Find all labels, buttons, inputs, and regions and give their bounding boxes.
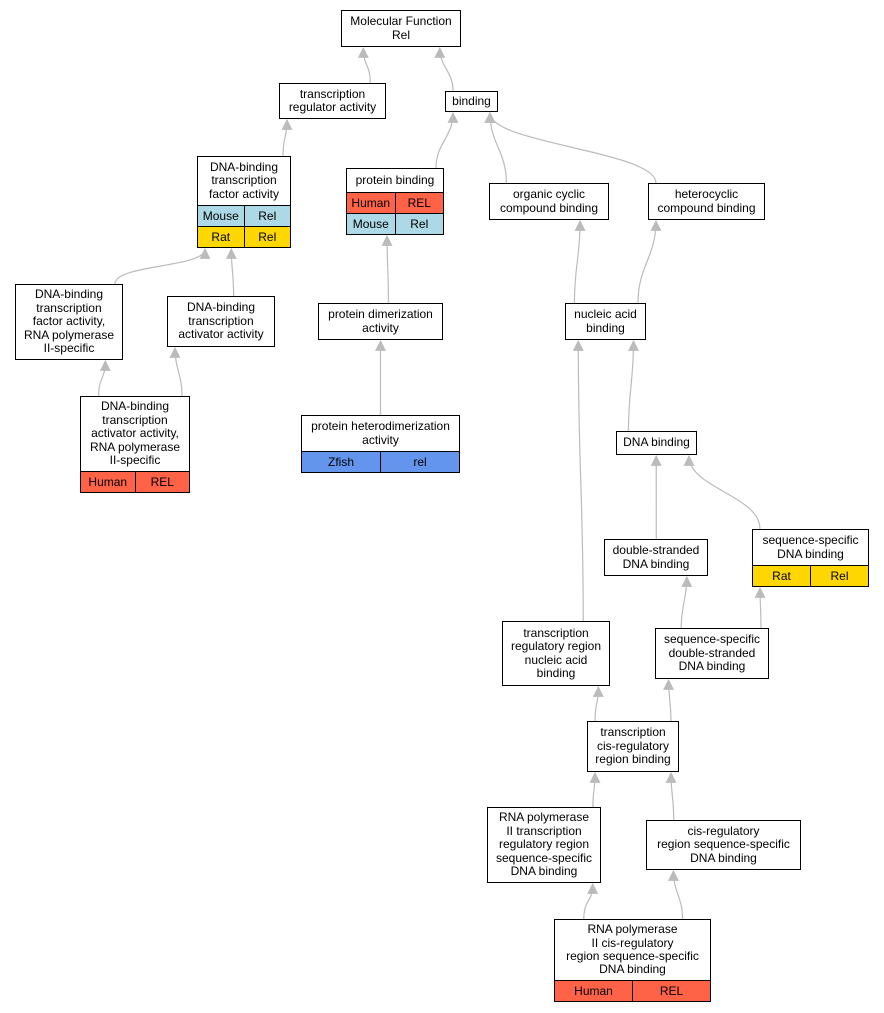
- go-term-label: Molecular Function Rel: [350, 14, 452, 42]
- annotation-row-rat: Rat Rel: [753, 565, 868, 586]
- go-term-label: sequence-specific DNA binding: [762, 533, 859, 561]
- organism-label: Human: [351, 196, 391, 210]
- edge-dbtaa-to-dbtfa: [225, 247, 237, 297]
- go-term-label: cis-regulatory region sequence-specific …: [657, 823, 790, 865]
- edge-pda-to-pb: [381, 234, 393, 304]
- go-term-label: DNA-binding transcription factor activit…: [208, 159, 280, 201]
- go-term-node-dbtfa[interactable]: DNA-binding transcription factor activit…: [197, 156, 291, 248]
- go-term-node-hcb[interactable]: heterocyclic compound binding: [648, 183, 765, 220]
- gene-label: REL: [134, 472, 190, 492]
- organism-label: Mouse: [202, 209, 239, 223]
- go-term-node-binding[interactable]: binding: [445, 91, 498, 112]
- go-term-node-rnap2crr[interactable]: RNA polymerase II cis-regulatory region …: [554, 919, 711, 1002]
- edge-dbtfa-to-tra: [281, 118, 293, 157]
- go-term-node-dbtaa[interactable]: DNA-binding transcription activator acti…: [167, 296, 275, 347]
- go-term-node-tcrrb[interactable]: transcription cis-regulatory region bind…: [587, 721, 679, 772]
- go-term-node-dnab[interactable]: DNA binding: [616, 431, 697, 455]
- organism-label: Rat: [211, 230, 231, 244]
- go-term-label: RNA polymerase II cis-regulatory region …: [566, 922, 699, 977]
- go-term-label: protein heterodimerization activity: [311, 419, 450, 447]
- go-term-label: DNA binding: [623, 435, 690, 450]
- go-term-label: transcription regulator activity: [288, 86, 377, 114]
- organism-label: Human: [574, 984, 613, 998]
- edge-dbtaa2-to-dbtaa: [169, 346, 183, 397]
- go-term-label: RNA polymerase II transcription regulato…: [495, 810, 593, 879]
- annotation-row-human: Human REL: [81, 471, 189, 492]
- gene-label: Rel: [394, 214, 444, 234]
- edge-nab-to-occb: [573, 219, 586, 304]
- edge-dbtfa2-to-dbtfa: [114, 247, 211, 285]
- edge-ssdsdb-to-dsdb: [680, 575, 693, 629]
- go-term-node-rnap2trr[interactable]: RNA polymerase II transcription regulato…: [487, 807, 601, 883]
- edge-trrnab-to-nab: [572, 339, 584, 622]
- go-term-node-trrnab[interactable]: transcription regulatory region nucleic …: [502, 621, 610, 686]
- go-term-label: protein dimerization activity: [328, 307, 433, 335]
- go-term-label: double-stranded DNA binding: [612, 543, 700, 571]
- gene-label: REL: [394, 193, 444, 213]
- annotation-row-mouse: Mouse Rel: [198, 205, 290, 226]
- go-term-label: nucleic acid binding: [574, 307, 637, 335]
- organism-label: Rat: [772, 569, 791, 583]
- gene-label: Rel: [243, 227, 291, 247]
- go-term-node-dbtfa2[interactable]: DNA-binding transcription factor activit…: [15, 284, 123, 360]
- edge-nab-to-hcb: [637, 219, 662, 304]
- go-term-node-ssdsdb[interactable]: sequence-specific double-stranded DNA bi…: [655, 628, 769, 679]
- annotation-row-human: Human REL: [555, 980, 710, 1001]
- go-term-label: transcription regulatory region nucleic …: [510, 625, 602, 680]
- edge-pb-to-binding: [435, 111, 459, 169]
- go-term-node-nab[interactable]: nucleic acid binding: [565, 303, 646, 340]
- go-term-label: sequence-specific double-stranded DNA bi…: [663, 632, 761, 674]
- annotation-row-mouse: Mouse Rel: [347, 213, 443, 234]
- go-term-node-mf[interactable]: Molecular Function Rel: [341, 10, 461, 47]
- go-term-node-tra[interactable]: transcription regulator activity: [279, 83, 386, 119]
- go-term-node-dbtaa2[interactable]: DNA-binding transcription activator acti…: [80, 396, 190, 493]
- gene-label: Rel: [810, 566, 868, 586]
- edge-binding-to-mf: [434, 46, 454, 92]
- go-term-label: binding: [452, 93, 491, 108]
- go-term-node-occb[interactable]: organic cyclic compound binding: [489, 183, 609, 220]
- gene-label: rel: [380, 452, 459, 472]
- edge-dbtaa2-to-dbtfa2: [98, 359, 111, 397]
- go-term-node-crrssdb[interactable]: cis-regulatory region sequence-specific …: [646, 820, 801, 870]
- edge-tra-to-mf: [357, 46, 371, 84]
- edge-tcrrb-to-ssdsdb: [663, 678, 675, 722]
- edge-occb-to-binding: [484, 111, 507, 184]
- annotation-row-zfish: Zfish rel: [302, 451, 459, 472]
- go-term-label: DNA-binding transcription activator acti…: [178, 300, 264, 342]
- annotation-row-rat: Rat Rel: [198, 226, 290, 247]
- gene-label: REL: [632, 981, 710, 1001]
- go-term-label: organic cyclic compound binding: [499, 187, 599, 215]
- go-term-node-dsdb[interactable]: double-stranded DNA binding: [604, 539, 708, 576]
- go-term-label: protein binding: [355, 172, 435, 187]
- organism-label: Zfish: [327, 455, 354, 469]
- edge-tcrrb-to-trrnab: [592, 685, 604, 722]
- edge-rnap2trr-to-tcrrb: [589, 771, 601, 808]
- go-term-node-pda[interactable]: protein dimerization activity: [318, 303, 443, 340]
- gene-label: Rel: [243, 206, 291, 226]
- edge-rnap2crr-to-crrssdb: [667, 869, 684, 920]
- edge-ssdsdb-to-ssdb: [754, 586, 766, 629]
- edge-rnap2crr-to-rnap2trr: [583, 882, 599, 920]
- edge-crrssdb-to-tcrrb: [665, 771, 677, 821]
- go-term-label: transcription cis-regulatory region bind…: [595, 725, 671, 767]
- edge-ssdb-to-dnab: [683, 454, 761, 530]
- edge-hcb-to-binding: [484, 111, 657, 184]
- organism-label: Human: [88, 475, 128, 489]
- organism-label: Mouse: [352, 217, 389, 231]
- go-term-label: DNA-binding transcription activator acti…: [89, 399, 181, 468]
- go-term-label: heterocyclic compound binding: [657, 187, 756, 215]
- edge-dnab-to-nab: [627, 339, 640, 432]
- go-term-label: DNA-binding transcription factor activit…: [23, 287, 115, 356]
